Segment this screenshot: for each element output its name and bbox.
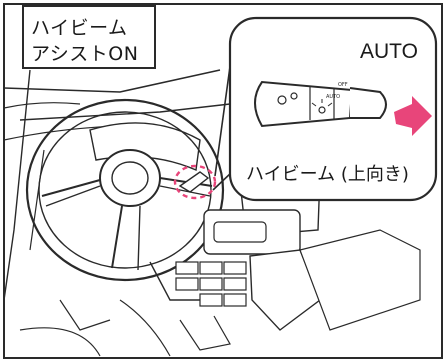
callout-pointer-bottom xyxy=(212,171,233,191)
a-pillar xyxy=(3,69,31,301)
switch-cluster xyxy=(175,261,247,307)
passenger-side-dash xyxy=(299,229,421,331)
lever-enlarged xyxy=(254,80,387,128)
steering-wheel-hub xyxy=(99,149,161,207)
cup-holder-area xyxy=(203,209,301,255)
console-lower xyxy=(249,249,321,331)
pedal-left xyxy=(59,299,111,331)
lever-highlight-circle xyxy=(173,164,217,200)
status-line-1: ハイビーム xyxy=(31,17,128,39)
steering-column xyxy=(149,261,200,301)
pedal-right xyxy=(179,315,231,351)
auto-mode-label: AUTO xyxy=(360,40,418,63)
status-line-2: アシストON xyxy=(31,43,139,65)
diagram-frame xyxy=(3,3,443,359)
high-beam-direction-label: ハイビーム (上向き) xyxy=(246,164,409,185)
push-direction-arrow xyxy=(394,96,432,136)
lever-mark-auto: AUTO xyxy=(326,94,340,100)
steering-emblem xyxy=(111,161,149,195)
lever-mark-off: OFF xyxy=(338,82,348,88)
steering-wheel-rim xyxy=(25,98,225,282)
high-beam-assist-status-box: ハイビーム アシストON xyxy=(22,5,156,69)
windshield-line xyxy=(3,69,221,93)
lever-stalk-small xyxy=(178,171,210,193)
